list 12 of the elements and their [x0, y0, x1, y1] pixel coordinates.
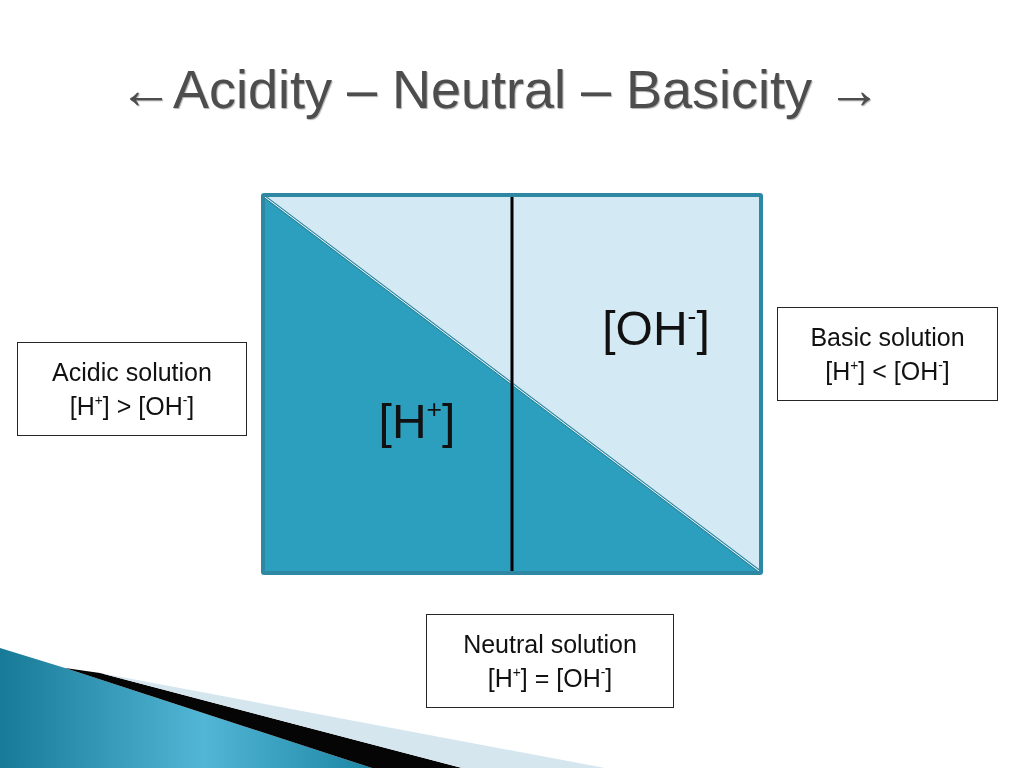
formula-text: [H$^{+}$] < [OH$^{-}$]: [824, 356, 951, 387]
box-heading: Basic solution: [809, 322, 966, 353]
formula-text: [H$^{+}$] = [OH$^{-}$]: [486, 663, 614, 694]
text-box: [777, 307, 998, 401]
ion-label: [OH$^{-}$]: [602, 301, 710, 357]
text-box: [17, 342, 247, 436]
text-box: [426, 614, 674, 708]
box-heading: Neutral solution: [462, 629, 638, 660]
slide-title: ←Acidity – Neutral – Basicity →: [117, 58, 883, 121]
box-heading: Acidic solution: [51, 357, 213, 388]
ion-label: [H$^{+}$]: [378, 394, 456, 450]
formula-text: [H$^{+}$] > [OH$^{-}$]: [68, 391, 196, 422]
